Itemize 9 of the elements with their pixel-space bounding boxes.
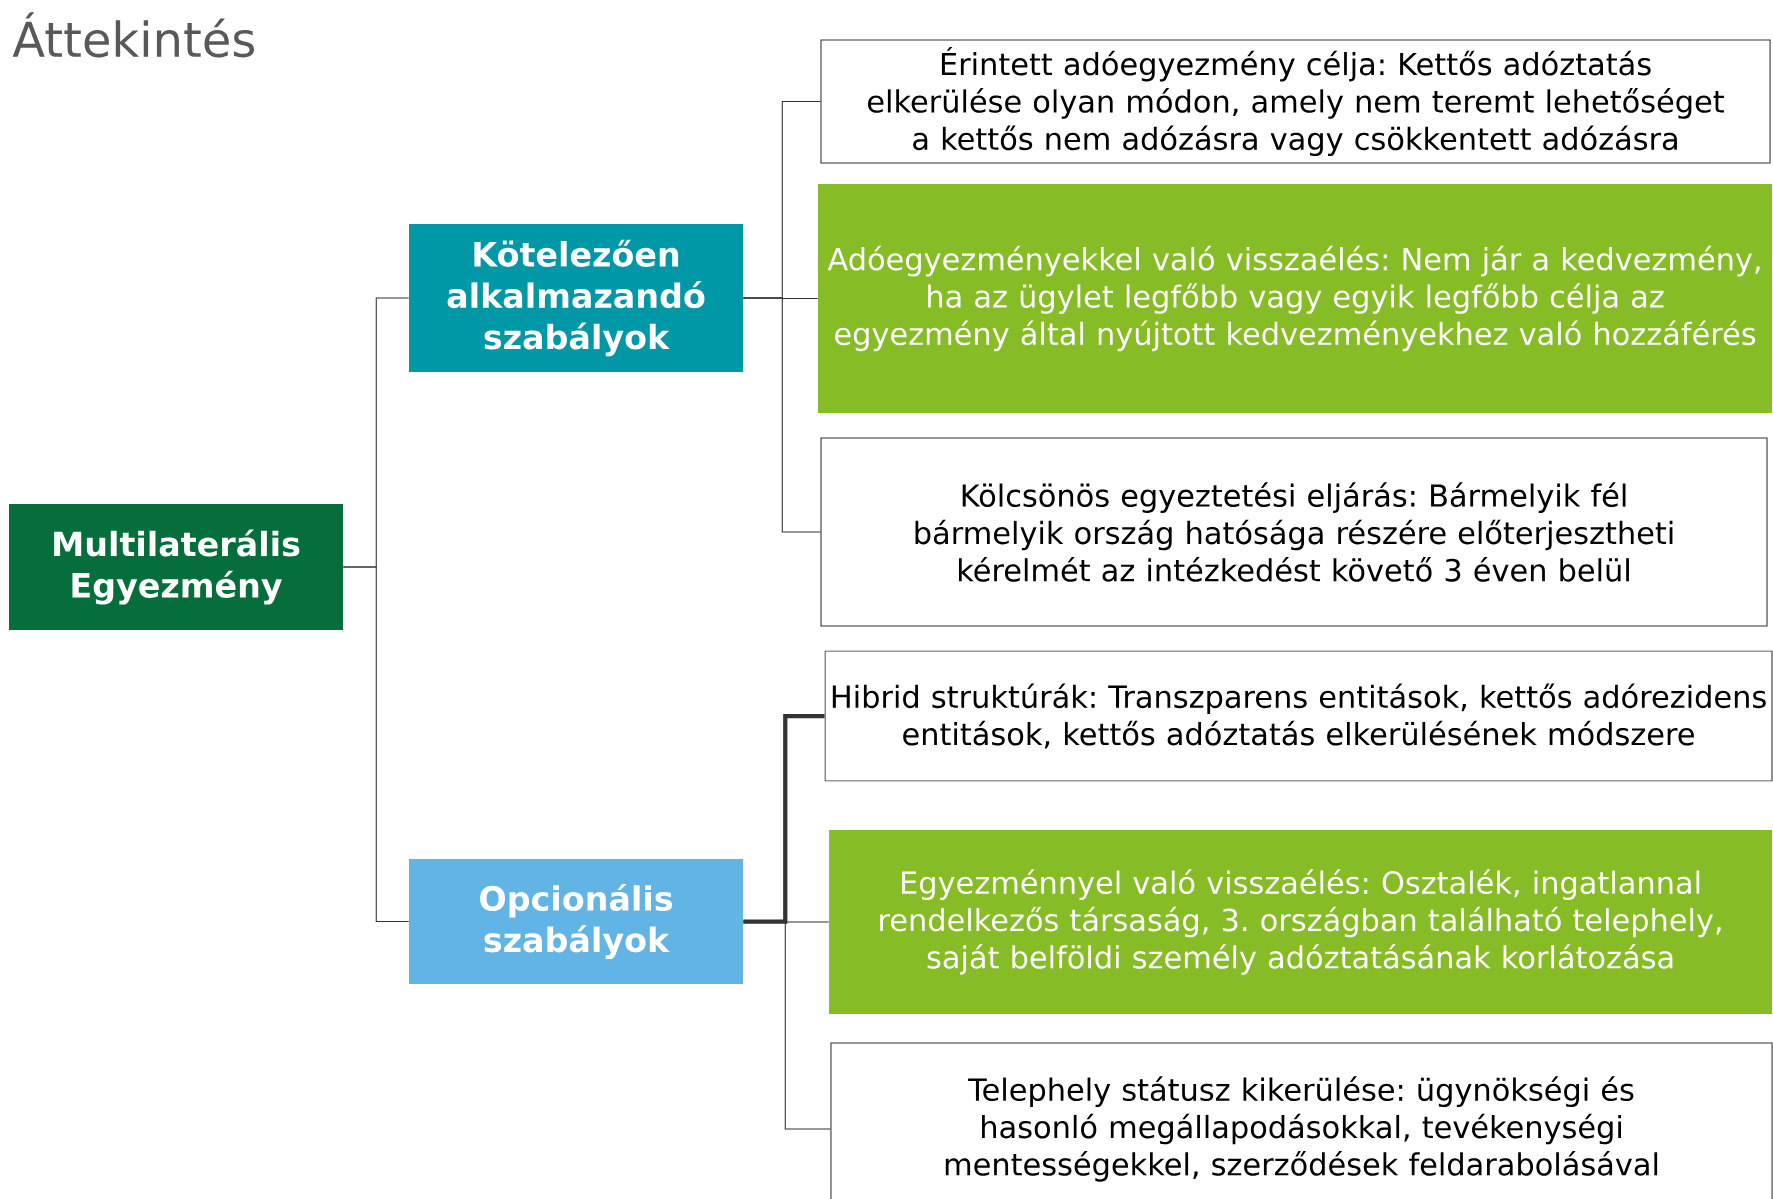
category-box: Opcionális szabályok (409, 859, 743, 985)
connector-line (742, 920, 831, 1130)
connector-line (342, 566, 410, 923)
category-box: Multilaterális Egyezmény (9, 504, 343, 630)
rule-box: Telephely státusz kikerülése: ügynökségi és hasonló megállapodásokkal, tevékenységi mentességekkel, szerződések feldarabolásával (830, 1042, 1773, 1199)
connector-line (742, 297, 821, 533)
category-box: Kötelezően alkalmazandó szabályok (409, 224, 743, 372)
title: Áttekintés (12, 12, 254, 58)
connector-line (743, 713, 825, 924)
